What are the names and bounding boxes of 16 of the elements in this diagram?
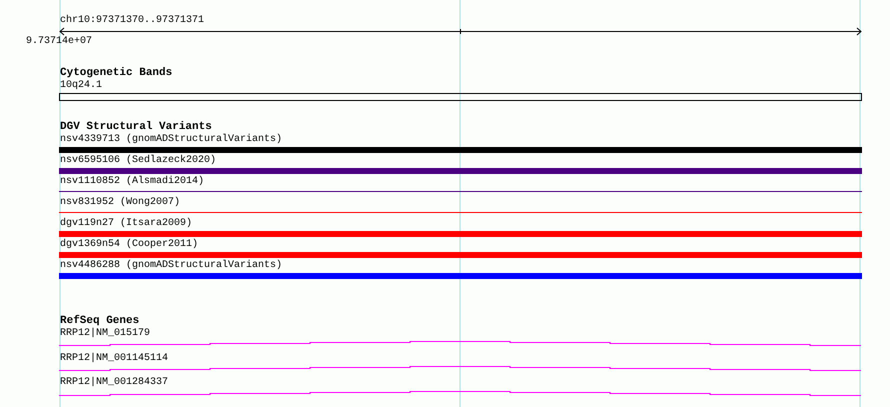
variant-label: nsv4339713 (gnomADStructuralVariants) xyxy=(60,134,282,146)
variant-label: nsv6595106 (Sedlazeck2020) xyxy=(60,155,216,167)
tick-label: 9.73714e+07 xyxy=(26,36,92,48)
transcript-label: RRP12|NM_001145114 xyxy=(60,353,168,365)
track-title: RefSeq Genes xyxy=(60,315,140,327)
track-title: Cytogenetic Bands xyxy=(60,67,172,79)
coord-label: chr10:97371370..97371371 xyxy=(60,15,204,27)
transcript-label: RRP12|NM_001284337 xyxy=(60,377,168,389)
variant-label: nsv4486288 (gnomADStructuralVariants) xyxy=(60,260,282,272)
variant-label: nsv831952 (Wong2007) xyxy=(60,197,180,209)
variant-label: dgv119n27 (Itsara2009) xyxy=(60,218,192,230)
variant-label: dgv1369n54 (Cooper2011) xyxy=(60,239,198,251)
track-title: DGV Structural Variants xyxy=(60,121,212,133)
transcript-label: RRP12|NM_015179 xyxy=(60,328,150,340)
band-label: 10q24.1 xyxy=(60,80,102,92)
variant-label: nsv1110852 (Alsmadi2014) xyxy=(60,176,204,188)
